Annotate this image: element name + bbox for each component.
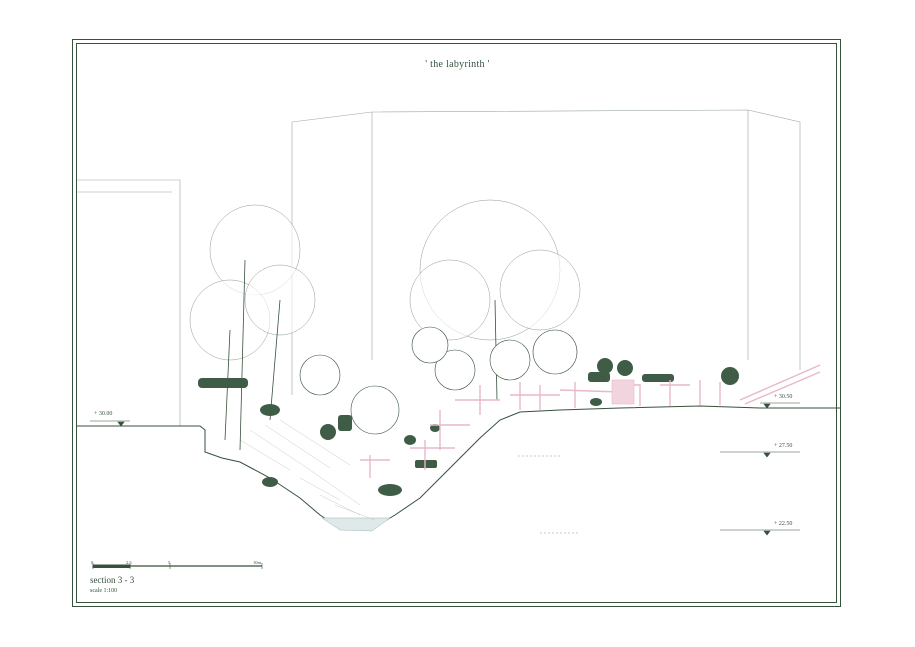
labyrinth-structures [360,364,821,478]
scale-tick-5: 5 [168,560,171,565]
elevation-label-right-top: + 30.50 [774,394,793,400]
scale-tick-2-5: 2.5 [126,560,132,565]
slope-hatching [239,419,376,521]
tree-canopies-light [189,199,581,361]
section-title: section 3 - 3 [90,575,135,585]
elevation-label-left: + 30.00 [94,411,113,417]
drawing-frame-outer [72,39,841,607]
tree-canopies-mid [299,326,578,435]
scale-tick-10m: 10m [253,560,262,565]
elevation-markers [90,402,800,536]
water-pool [321,517,391,532]
elevation-label-right-mid: + 27.50 [774,443,793,449]
pink-block [611,379,635,405]
scale-bar [92,563,263,569]
drawing-frame-inner [76,43,837,603]
elevation-label-right-low: + 22.50 [774,521,793,527]
dark-shrubs [198,358,739,496]
scale-tick-0: 0 [91,560,94,565]
level-dashes [518,455,580,534]
section-scale: scale 1:100 [90,588,118,594]
drawing-title: ' the labyrinth ' [425,59,490,70]
terrain [77,405,840,531]
